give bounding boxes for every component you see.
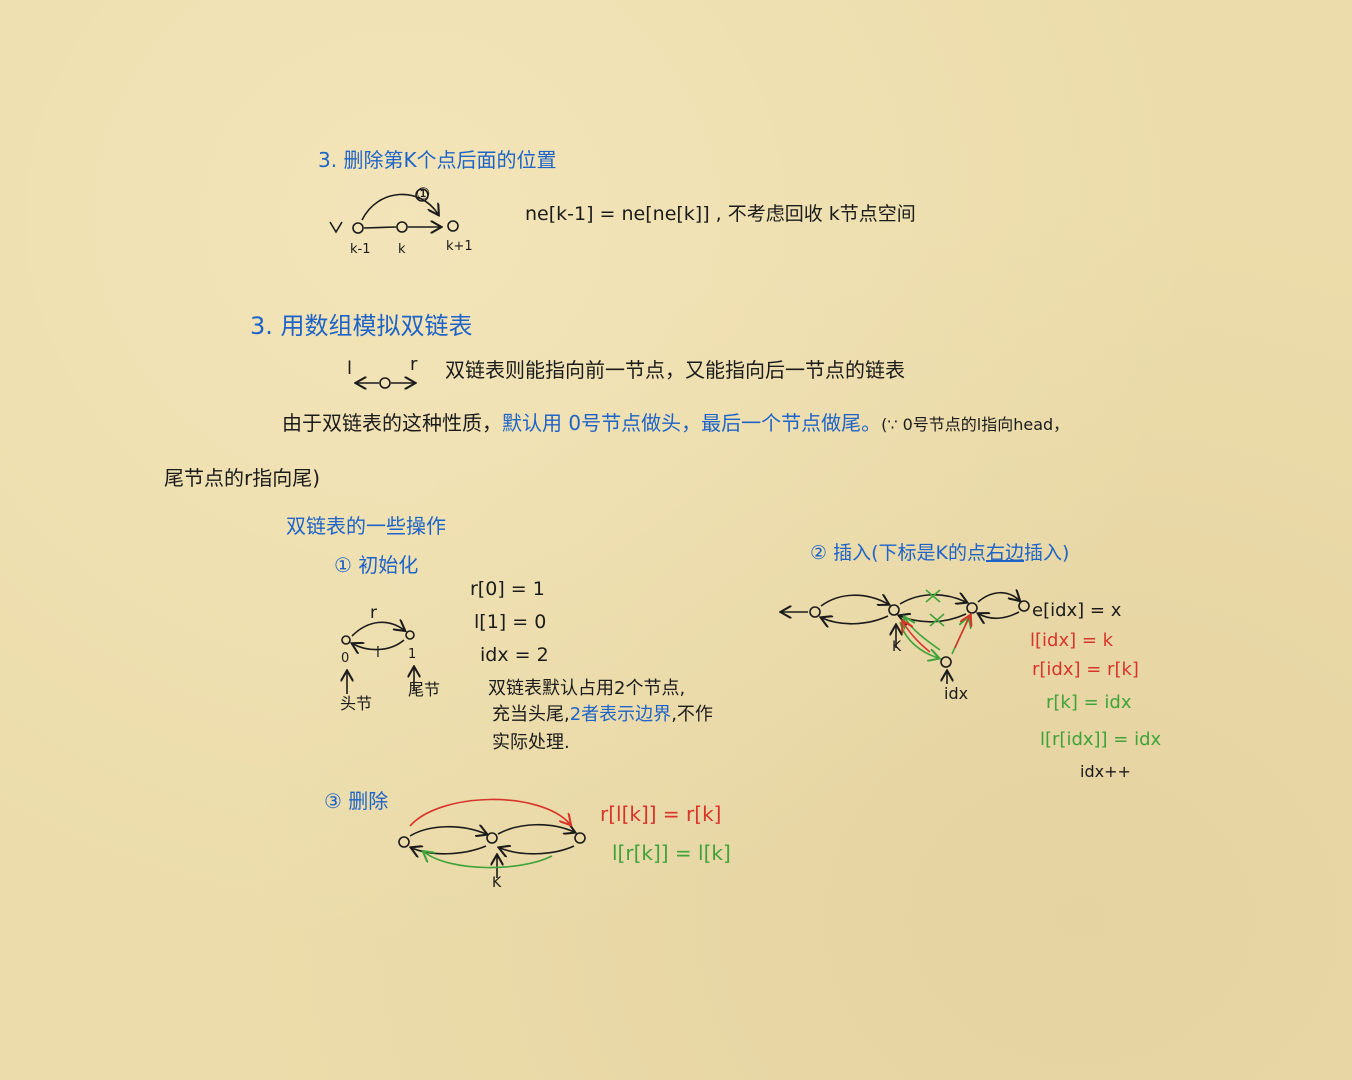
property-blue: 默认用 0号节点做头，最后一个节点做尾。 [502,411,882,435]
delete-diagram [398,798,586,878]
insert-k-label: K [892,639,902,655]
init-note-1: 双链表默认占用2个节点, [488,678,686,699]
init-r-label: r [370,603,377,623]
insert-code-black: e[idx] = x [1032,600,1122,621]
delete-k-label: K [492,875,502,891]
init-note-black-2: 充当头尾, [492,704,570,725]
property-black: 由于双链表的这种性质， [282,411,502,435]
delete-code-red: r[l[k]] = r[k] [600,802,722,826]
property-tail-2: 尾节点的r指向尾) [164,466,321,490]
arrow-left-label: l [347,358,353,379]
circled-mark: ① [416,184,431,203]
init-code-1: l[1] = 0 [474,611,547,633]
insert-code-red-1: r[idx] = r[k] [1032,659,1139,680]
insert-code-green-0: r[k] = idx [1046,692,1132,713]
init-title: ① 初始化 [334,553,419,577]
init-note-blue: 2者表示边界 [569,704,672,725]
dll-property-line: 由于双链表的这种性质，默认用 0号节点做头，最后一个节点做尾。(∵ 0号节点的l… [282,413,1069,433]
init-node-index-1: 1 [408,647,417,662]
delete-k-formula: ne[k-1] = ne[ne[k]] , 不考虑回收 k节点空间 [525,203,916,225]
array-dll-title: 3. 用数组模拟双链表 [250,312,473,340]
insert-title-prefix: ② 插入(下标是K的点 [810,542,986,564]
init-code-0: r[0] = 1 [470,578,545,600]
init-note-black-3: ,不作 [671,704,713,725]
init-tail-label: 尾节 [408,680,441,699]
node-label-k: k [398,242,406,257]
insert-code-green-1: l[r[idx]] = idx [1040,729,1162,750]
init-note-4: 实际处理. [492,732,570,753]
dll-node-sketch [357,378,414,388]
insert-code-red-0: l[idx] = k [1030,630,1114,651]
insert-diagram [782,590,1030,684]
node-label-k-minus-1: k-1 [350,242,371,257]
property-tail-1: (∵ 0号节点的l指向head， [881,415,1070,434]
operations-title: 双链表的一些操作 [286,514,446,538]
init-node-index-0: 0 [341,651,350,666]
delete-title: ③ 删除 [324,789,389,813]
delete-k-diagram [329,188,459,234]
arrow-right-label: r [410,354,418,375]
insert-title-suffix: 插入) [1023,542,1070,564]
insert-code-last: idx++ [1080,762,1131,781]
init-head-label: 头节 [340,694,373,713]
init-diagram [342,622,414,694]
insert-title-underlined: 右边 [985,542,1024,564]
init-l-label: l [376,645,380,661]
dll-definition: 双链表则能指向前一节点，又能指向后一节点的链表 [445,358,905,382]
delete-k-title: 3. 删除第K个点后面的位置 [318,148,557,172]
insert-idx-label: idx [944,684,969,703]
insert-title: ② 插入(下标是K的点右边插入) [810,544,1069,563]
node-label-k-plus-1: k+1 [446,239,473,254]
init-note-2: 充当头尾,2者表示边界,不作 [492,706,713,724]
init-code-2: idx = 2 [480,644,549,666]
delete-code-green: l[r[k]] = l[k] [612,841,731,865]
